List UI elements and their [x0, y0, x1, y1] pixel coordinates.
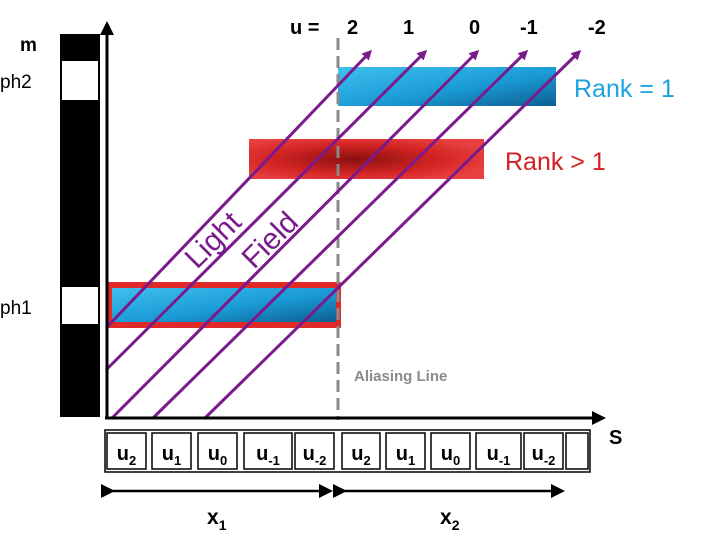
ph2-label: ph2: [0, 72, 32, 93]
light-field-rays: [104, 49, 582, 420]
sensor-cell-label: u1: [162, 443, 181, 468]
u-value: 0: [469, 17, 480, 39]
x-axis-label: S: [609, 427, 622, 449]
light-ray-u-1: [151, 49, 529, 420]
sensor-cell: [151, 432, 192, 470]
sensor-cell: [341, 432, 381, 470]
sensor-cell: [430, 432, 471, 470]
sensor-cell-label: u-1: [256, 443, 280, 468]
sensor-cell: [197, 432, 238, 470]
sensor-cell: [106, 432, 147, 470]
u-header-prefix: u =: [290, 17, 319, 39]
u-value: -1: [520, 17, 538, 39]
legend-rank1: Rank = 1: [574, 75, 675, 103]
light-ray-u0: [110, 49, 480, 420]
sensor-cell-label: u-1: [487, 443, 511, 468]
u-value: 1: [403, 17, 414, 39]
sensor-cell-label: u2: [117, 443, 136, 468]
pinhole-ph2: [62, 61, 98, 100]
sensor-cell: [294, 432, 335, 470]
sensor-cell: [243, 432, 293, 470]
segment-label-x2: x2: [440, 506, 460, 533]
light-ray-u1: [104, 49, 428, 372]
field-label: Field: [236, 206, 305, 275]
light-ray-u-2: [203, 49, 582, 420]
sensor-cell-label: u-2: [303, 443, 327, 468]
y-axis-label: m: [20, 35, 37, 56]
legend-rank-gt1: Rank > 1: [505, 148, 606, 176]
rank-gt1-bar-ph2: [249, 139, 484, 179]
sensor-row: u2 u1 u0 u-1 u-2 u2 u1 u0 u-1 u-2: [104, 429, 591, 473]
sensor-cell-label: u-2: [532, 443, 556, 468]
sensor-cell: [523, 432, 564, 470]
sensor-cell: [475, 432, 522, 470]
sensor-cell: [385, 432, 426, 470]
ph1-label: ph1: [0, 298, 32, 319]
sensor-cell-label: u1: [396, 443, 415, 468]
sensor-cell-label: u2: [351, 443, 370, 468]
mask-bar: [60, 34, 100, 417]
sensor-cell: [565, 432, 589, 470]
pinhole-ph1: [62, 287, 98, 324]
light-ray-u2: [104, 49, 373, 330]
sensor-cell-label: u0: [441, 443, 460, 468]
rank1-bar-ph2: [338, 67, 556, 106]
u-header: u = 2 1 0 -1 -2: [290, 17, 606, 39]
aliasing-line-label: Aliasing Line: [354, 368, 447, 385]
segment-label-x1: x1: [207, 506, 227, 533]
u-value: 2: [347, 17, 358, 39]
sensor-cell-label: u0: [208, 443, 227, 468]
u-value: -2: [588, 17, 606, 39]
